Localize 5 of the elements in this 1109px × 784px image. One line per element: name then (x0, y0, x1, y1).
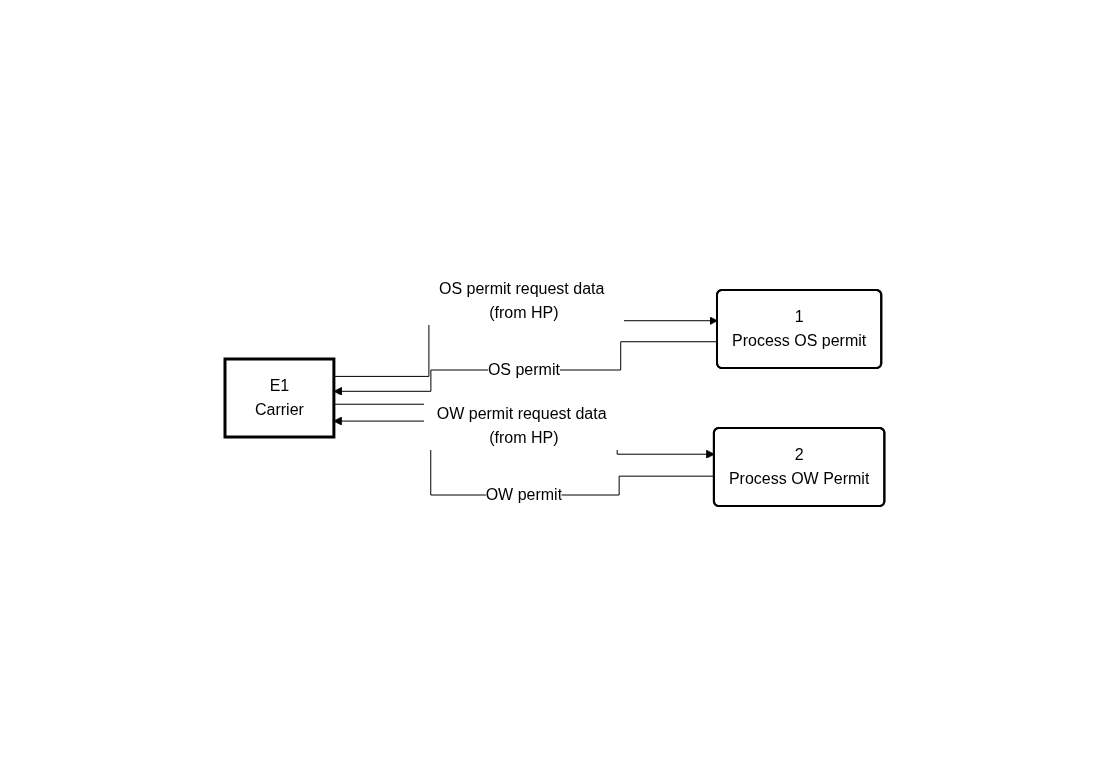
edge-label: OS permit (487, 361, 560, 378)
edge-label: OW permit (485, 486, 562, 503)
edge-label: OW permit request data (from HP) (436, 405, 607, 446)
node-box: E1 Carrier (223, 357, 336, 439)
edge-label: OS permit request data (from HP) (438, 280, 605, 321)
